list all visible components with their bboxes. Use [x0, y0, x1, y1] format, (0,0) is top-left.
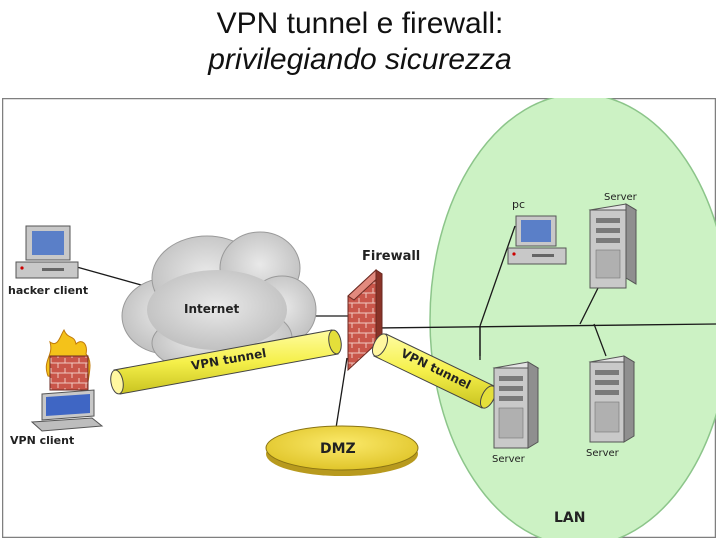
vpn-client-laptop-icon: [30, 389, 104, 432]
vpn-tunnel-1: VPN tunnel: [110, 329, 342, 395]
dmz-label: DMZ: [320, 441, 356, 457]
vpn-client-label: VPN client: [10, 434, 74, 447]
firewall-label: Firewall: [362, 249, 420, 264]
firewall: [347, 268, 383, 372]
lan-zone: [429, 93, 720, 543]
network-diagram: Internet Firewall VPN tunnel VPN tunnel …: [1, 93, 720, 543]
vpn-client-flame-firewall-icon: [45, 328, 91, 391]
title-line-1: VPN tunnel e firewall:: [216, 7, 504, 40]
server-bottom-right-label: Server: [586, 448, 620, 459]
internet-cloud: [121, 231, 317, 370]
dmz: [265, 425, 419, 476]
lan-label: LAN: [554, 510, 585, 526]
server-bottom-right-icon: [588, 355, 636, 443]
internet-label: Internet: [184, 302, 239, 316]
hacker-client-label: hacker client: [8, 284, 88, 297]
server-bottom-left-label: Server: [492, 454, 526, 465]
pc-computer-icon: [507, 215, 567, 265]
hacker-client-computer-icon: [15, 225, 79, 279]
title-line-2: privilegiando sicurezza: [208, 43, 512, 76]
lan-backbone: [376, 225, 717, 360]
slide-title: VPN tunnel e firewall: privilegiando sic…: [0, 6, 720, 78]
server-top-icon: [588, 203, 638, 289]
server-bottom-left-icon: [492, 361, 540, 449]
server-top-label: Server: [604, 192, 638, 203]
pc-label: pc: [512, 198, 525, 211]
network-diagram-svg: Internet Firewall VPN tunnel VPN tunnel …: [1, 93, 720, 543]
